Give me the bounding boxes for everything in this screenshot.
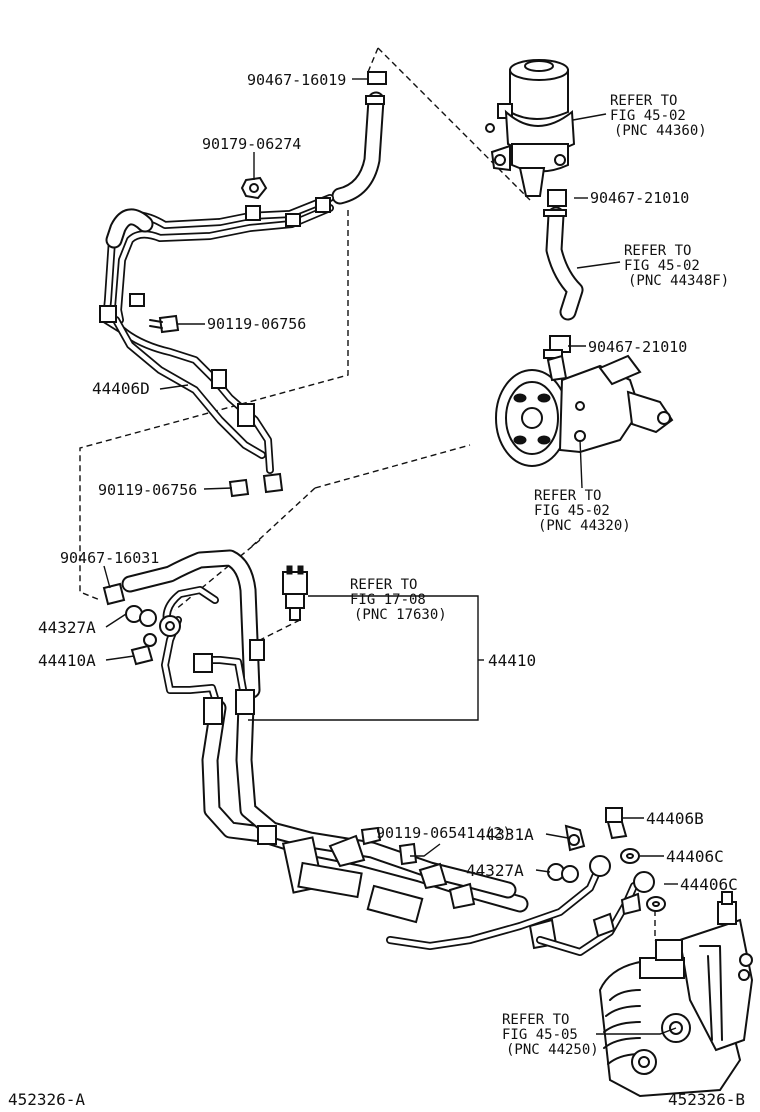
reservoir — [485, 59, 576, 197]
reference-gear-line2: FIG 45-05 — [502, 1027, 578, 1043]
reference-gear: REFER TO FIG 45-05 (PNC 44250) — [502, 1012, 599, 1058]
gasket-44327A-upper — [125, 605, 157, 627]
label-44331A: 44331A — [476, 825, 534, 844]
reference-hose-line3: (PNC 44348F) — [628, 273, 729, 289]
reference-switch-line3: (PNC 17630) — [354, 607, 447, 623]
bolt-90119-06756-lower — [228, 472, 284, 498]
label-44410: 44410 — [488, 651, 536, 670]
figure-code-left: 452326-A — [8, 1090, 85, 1109]
label-90467-16031: 90467-16031 — [60, 549, 159, 567]
union-bolt-44410A — [130, 633, 157, 666]
reference-reservoir: REFER TO FIG 45-02 (PNC 44360) — [610, 93, 707, 139]
label-90467-16019: 90467-16019 — [247, 71, 346, 89]
union-bolt-44331A — [564, 824, 586, 852]
bolt-90119-06756-upper — [149, 314, 180, 334]
pressure-hose-44410 — [121, 549, 529, 913]
label-90179-06274: 90179-06274 — [202, 135, 301, 153]
label-90467-21010-lower: 90467-21010 — [588, 338, 687, 356]
label-44406C-upper: 44406C — [666, 847, 724, 866]
reference-gear-line3: (PNC 44250) — [506, 1042, 599, 1058]
label-90467-21010-upper: 90467-21010 — [590, 189, 689, 207]
gasket-44406C-upper — [620, 848, 640, 864]
figure-codes: 452326-A 452326-B — [8, 1090, 745, 1109]
reference-switch: REFER TO FIG 17-08 (PNC 17630) — [350, 577, 447, 623]
union-bolt-44406B — [605, 807, 628, 840]
gasket-44406C-lower — [646, 896, 666, 912]
reference-hose-line2: FIG 45-02 — [624, 258, 700, 274]
reference-switch-line2: FIG 17-08 — [350, 592, 426, 608]
part-number-labels: 90467-16019 90179-06274 90119-06756 4440… — [38, 71, 738, 894]
reference-reservoir-line2: FIG 45-02 — [610, 108, 686, 124]
leader-lines — [103, 78, 678, 1035]
reference-reservoir-line3: (PNC 44360) — [614, 123, 707, 139]
reference-notes: REFER TO FIG 45-02 (PNC 44360) REFER TO … — [350, 93, 729, 1058]
return-pipe-44406D — [99, 194, 334, 474]
return-hose-upper — [331, 71, 387, 205]
label-44410A: 44410A — [38, 651, 96, 670]
hose-clamp-21010-lower — [543, 335, 571, 359]
reference-pump: REFER TO FIG 45-02 (PNC 44320) — [534, 488, 631, 534]
label-44327A-upper: 44327A — [38, 618, 96, 637]
power-steering-pump — [495, 354, 674, 467]
reference-pump-line3: (PNC 44320) — [538, 518, 631, 534]
bolt-90179-06274 — [240, 176, 268, 200]
label-90119-06541: 90119-06541 (2) — [376, 824, 511, 842]
label-90119-06756-upper: 90119-06756 — [207, 315, 306, 333]
reference-pump-line1: REFER TO — [534, 488, 601, 504]
clamp-90467-16031 — [102, 582, 126, 606]
reference-reservoir-line1: REFER TO — [610, 93, 677, 109]
label-44406B: 44406B — [646, 809, 704, 828]
reservoir-outlet-hose — [543, 189, 584, 321]
return-pipe-lower — [386, 855, 655, 956]
pressure-switch — [282, 565, 308, 621]
figure-code-right: 452326-B — [668, 1090, 745, 1109]
reference-pump-line2: FIG 45-02 — [534, 503, 610, 519]
gasket-44327A-lower — [547, 863, 579, 883]
label-44327A-lower: 44327A — [466, 861, 524, 880]
steering-gear-housing — [598, 891, 754, 1098]
reference-gear-line1: REFER TO — [502, 1012, 569, 1028]
reference-hose-line1: REFER TO — [624, 243, 691, 259]
label-44406D: 44406D — [92, 379, 150, 398]
label-90119-06756-lower: 90119-06756 — [98, 481, 197, 499]
reference-hose: REFER TO FIG 45-02 (PNC 44348F) — [624, 243, 729, 289]
reference-switch-line1: REFER TO — [350, 577, 417, 593]
label-44406C-lower: 44406C — [680, 875, 738, 894]
